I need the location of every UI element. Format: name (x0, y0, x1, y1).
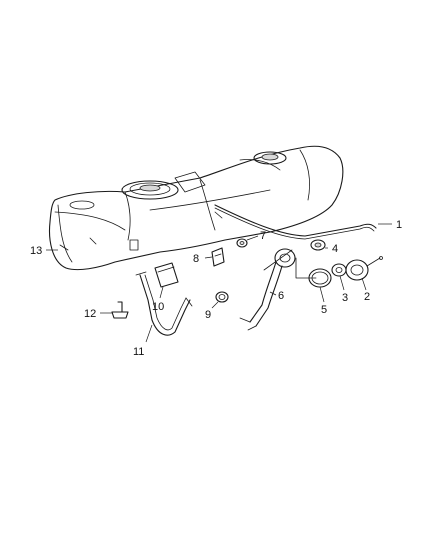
filler-hose (239, 248, 317, 331)
cap-seal (331, 263, 347, 277)
hose-clamp (215, 291, 229, 303)
callout-3: 3 (342, 292, 348, 304)
callout-9: 9 (205, 309, 211, 321)
tank-strap (135, 271, 193, 336)
callout-5: 5 (321, 304, 327, 316)
callout-labels: 1 2 3 4 5 6 7 8 9 10 11 12 13 (30, 219, 402, 358)
fuel-cap (345, 256, 383, 281)
callout-8: 8 (193, 253, 199, 265)
fuel-tank (48, 145, 344, 271)
callout-7: 7 (260, 230, 266, 242)
callout-1: 1 (396, 219, 402, 231)
bracket-clip (211, 247, 225, 267)
spacer-block (154, 262, 179, 288)
vent-tube (214, 204, 377, 240)
strap-bolt (111, 301, 129, 319)
callout-12: 12 (84, 308, 96, 320)
leader-lines (46, 223, 392, 343)
callout-2: 2 (364, 291, 370, 303)
grommet (236, 238, 248, 248)
callout-4: 4 (332, 243, 338, 255)
callout-6: 6 (278, 290, 284, 302)
filler-neck-housing (310, 239, 326, 251)
callout-13: 13 (30, 245, 42, 257)
callout-11: 11 (133, 346, 144, 358)
callout-10: 10 (152, 301, 164, 313)
